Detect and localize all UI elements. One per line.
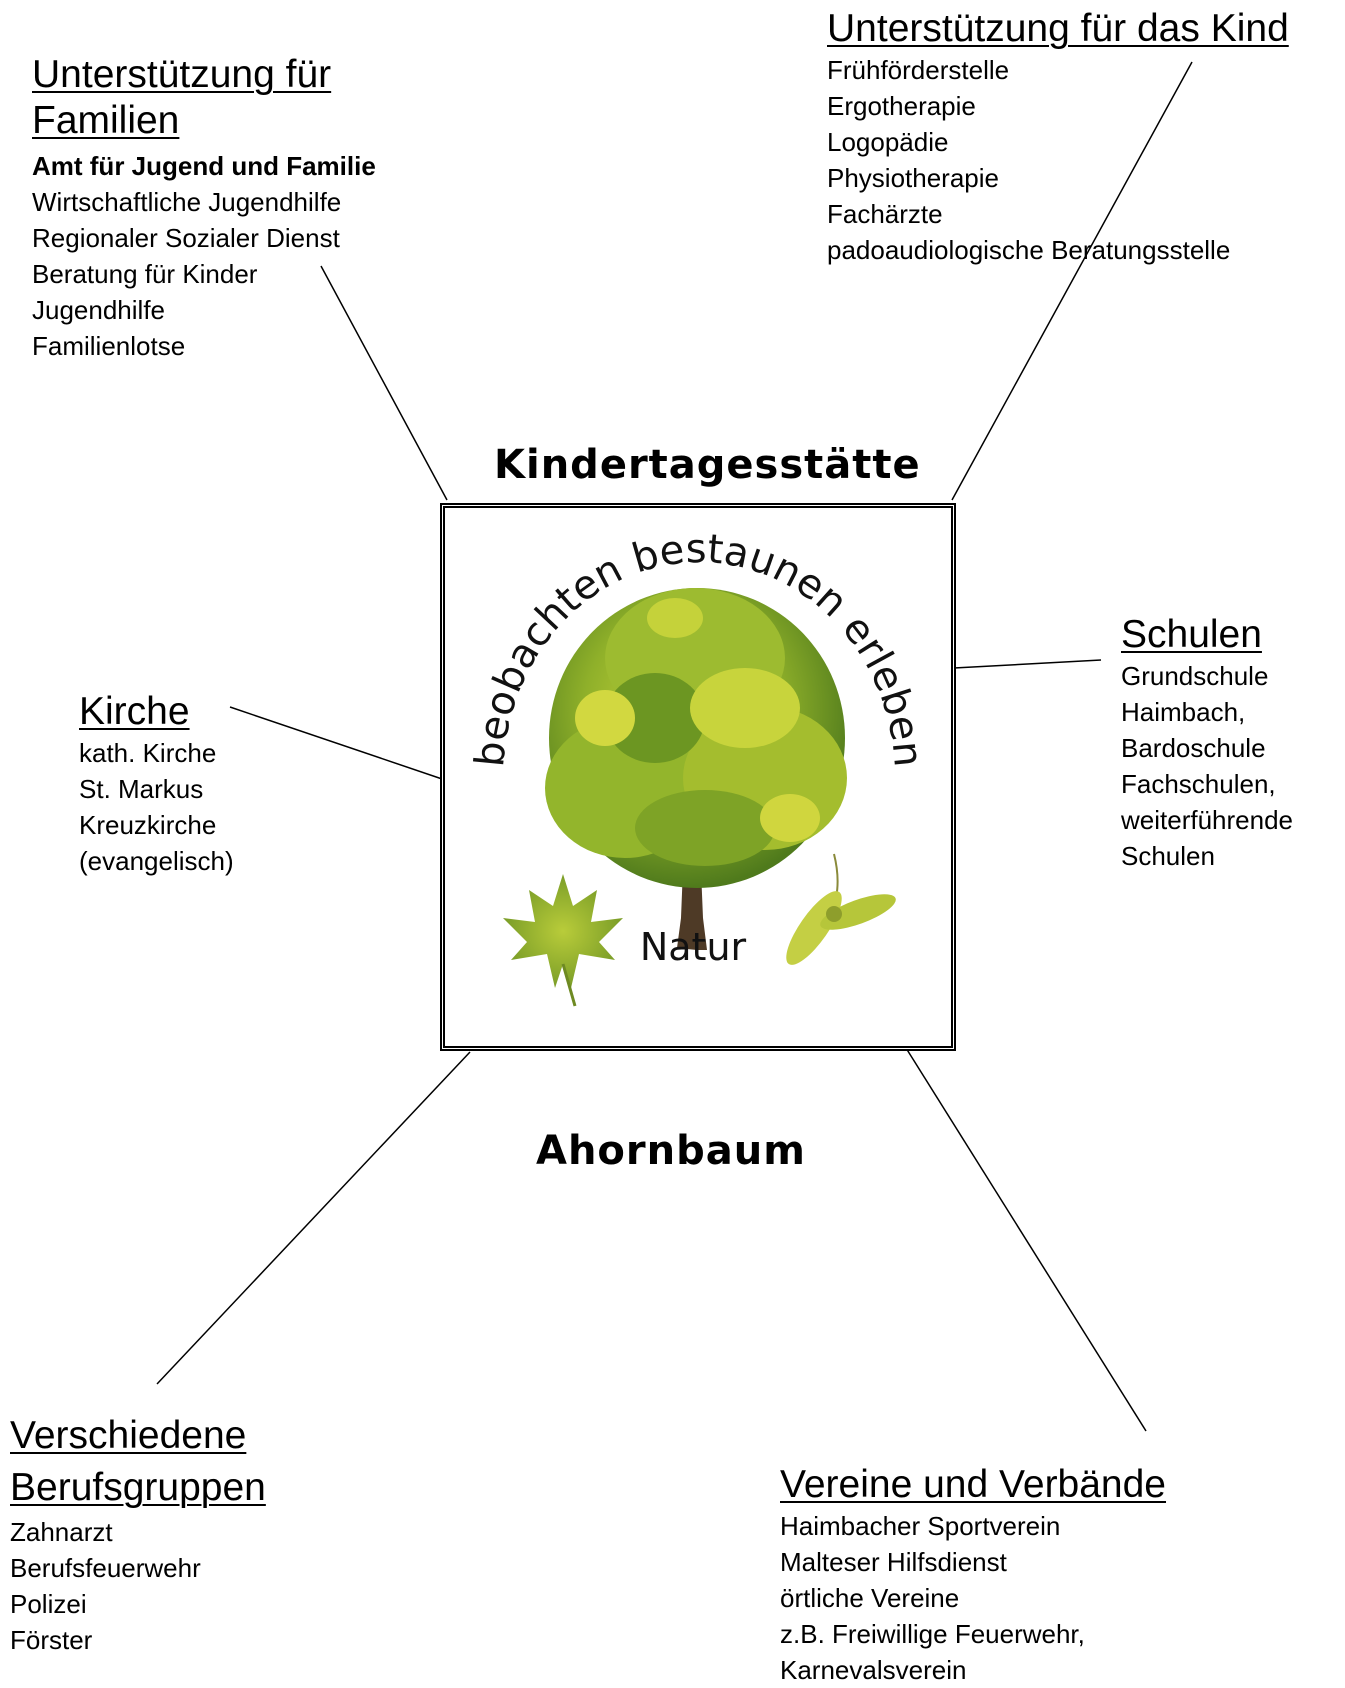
kita-logo: beobachten bestaunen erleben Natur xyxy=(467,526,931,1007)
list-item: Physiotherapie xyxy=(827,163,999,193)
list-item: Haimbacher Sportverein xyxy=(780,1511,1061,1541)
list-item: Berufsfeuerwehr xyxy=(10,1553,201,1583)
logo-nature-label: Natur xyxy=(640,925,747,969)
list-item: Wirtschaftliche Jugendhilfe xyxy=(32,187,342,217)
list-item: padoaudiologische Beratungsstelle xyxy=(827,235,1231,265)
list-item: Beratung für Kinder xyxy=(32,259,258,289)
list-item: Fachschulen, xyxy=(1121,769,1276,799)
list-item: Malteser Hilfsdienst xyxy=(780,1547,1007,1577)
list-item: Fachärzte xyxy=(827,199,943,229)
connector-church xyxy=(229,706,449,782)
center-title-top: Kindertagesstätte xyxy=(494,442,921,488)
list-item: St. Markus xyxy=(79,774,204,804)
clubs-section: Vereine und Verbände Haimbacher Sportver… xyxy=(780,1462,1166,1688)
schools-list: Grundschule Haimbach, Bardoschule Fachsc… xyxy=(1121,658,1293,874)
connector-schools xyxy=(953,659,1102,669)
connector-families xyxy=(320,265,448,501)
connector-child-support xyxy=(951,61,1193,501)
list-item: Familienlotse xyxy=(32,331,186,361)
list-item: z.B. Freiwillige Feuerwehr, xyxy=(780,1619,1085,1649)
child-support-list: Frühförderstelle Ergotherapie Logopädie … xyxy=(827,52,1289,268)
maple-seed-icon xyxy=(786,853,896,965)
list-item: Bardoschule xyxy=(1121,733,1266,763)
schools-section: Schulen Grundschule Haimbach, Bardoschul… xyxy=(1121,612,1293,874)
tree-icon xyxy=(545,588,847,950)
list-item: Regionaler Sozialer Dienst xyxy=(32,223,340,253)
list-item: Polizei xyxy=(10,1589,87,1619)
professions-heading: Verschiedene Berufsgruppen xyxy=(10,1414,266,1509)
list-item: Förster xyxy=(10,1625,93,1655)
kita-logo-frame: beobachten bestaunen erleben Natur xyxy=(440,503,956,1051)
maple-leaf-icon xyxy=(503,874,623,1007)
list-item: Frühförderstelle xyxy=(827,55,1010,85)
clubs-list: Haimbacher Sportverein Malteser Hilfsdie… xyxy=(780,1508,1166,1688)
list-item: örtliche Vereine xyxy=(780,1583,960,1613)
list-item: kath. Kirche xyxy=(79,738,217,768)
list-item: Kreuzkirche xyxy=(79,810,217,840)
schools-heading: Schulen xyxy=(1121,613,1262,656)
professions-list: Zahnarzt Berufsfeuerwehr Polizei Förster xyxy=(10,1514,310,1658)
list-item: Ergotherapie xyxy=(827,91,976,121)
church-list: kath. Kirche St. Markus Kreuzkirche (eva… xyxy=(79,735,234,879)
child-support-heading: Unterstützung für das Kind xyxy=(827,7,1289,50)
church-section: Kirche kath. Kirche St. Markus Kreuzkirc… xyxy=(79,689,234,879)
families-heading: Unterstützung für Familien xyxy=(32,53,332,142)
list-item: (evangelisch) xyxy=(79,846,234,876)
list-item: Amt für Jugend und Familie xyxy=(32,151,376,181)
connector-professions xyxy=(156,1051,471,1385)
professions-section: Verschiedene Berufsgruppen Zahnarzt Beru… xyxy=(10,1410,310,1658)
child-support-section: Unterstützung für das Kind Frühförderste… xyxy=(827,6,1289,268)
list-item: Schulen xyxy=(1121,841,1215,871)
list-item: Jugendhilfe xyxy=(32,295,165,325)
connector-clubs xyxy=(905,1047,1147,1432)
list-item: Haimbach, xyxy=(1121,697,1246,727)
families-section: Unterstützung für Familien Amt für Jugen… xyxy=(32,52,392,364)
families-list: Amt für Jugend und Familie Wirtschaftlic… xyxy=(32,148,392,364)
list-item: weiterführende xyxy=(1121,805,1293,835)
list-item: Zahnarzt xyxy=(10,1517,113,1547)
list-item: Karnevalsverein xyxy=(780,1655,967,1685)
center-title-bottom: Ahornbaum xyxy=(536,1128,806,1174)
church-heading: Kirche xyxy=(79,690,190,733)
list-item: Grundschule xyxy=(1121,661,1269,691)
list-item: Logopädie xyxy=(827,127,949,157)
clubs-heading: Vereine und Verbände xyxy=(780,1463,1167,1506)
